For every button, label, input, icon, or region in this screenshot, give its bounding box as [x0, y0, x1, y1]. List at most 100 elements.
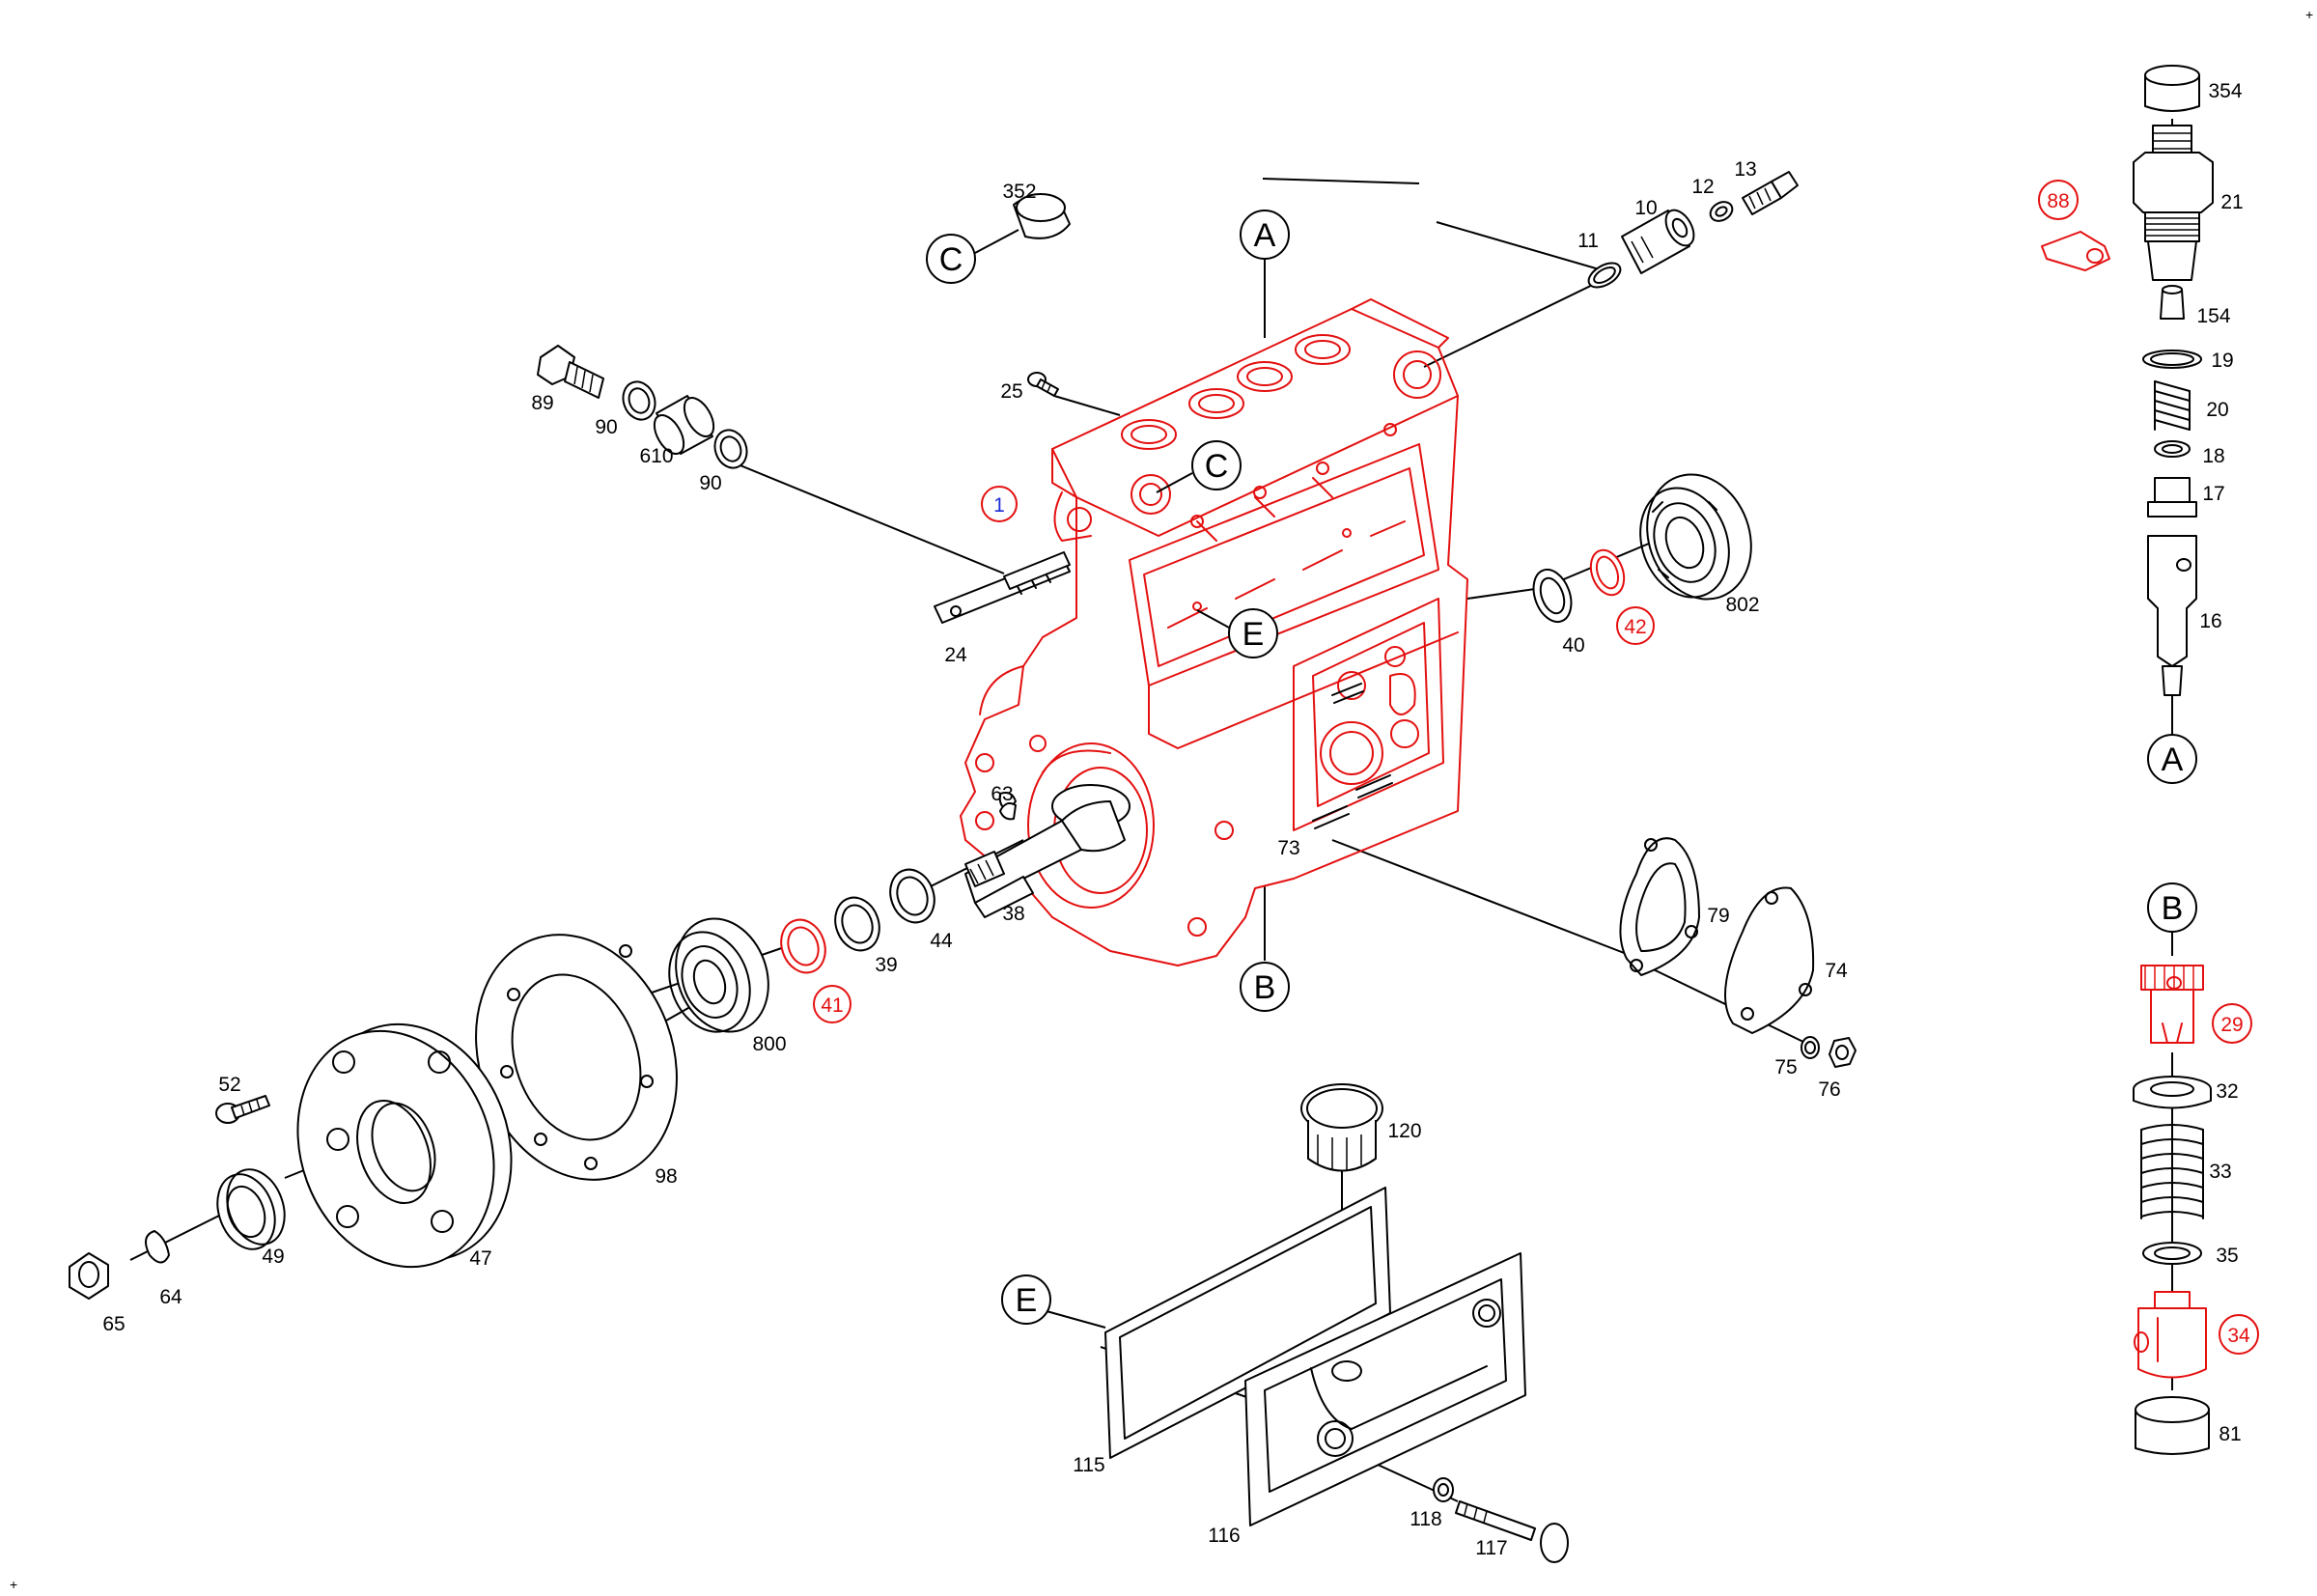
control-sleeve-29 — [2140, 965, 2204, 1044]
bearing-802 — [1639, 473, 1752, 601]
part-number-label: 47 — [469, 1247, 491, 1270]
lock-washer-64 — [145, 1230, 170, 1264]
part-number-label: 17 — [2202, 483, 2224, 505]
part-number-label: 98 — [655, 1165, 677, 1188]
cover-plate-74 — [1724, 886, 1815, 1034]
part-number-label: 802 — [1725, 594, 1759, 616]
sleeve-17 — [2147, 477, 2197, 518]
gasket-79 — [1619, 837, 1700, 976]
callout-34: 34 — [2219, 1314, 2259, 1355]
part-number-labels: 352 11 10 12 13 89 90 610 90 25 24 40 80… — [102, 80, 2243, 1559]
woodruff-key-63 — [999, 802, 1017, 821]
tappet-34 — [2134, 1291, 2207, 1379]
part-number-label: 12 — [1691, 176, 1714, 198]
cap-352 — [1013, 193, 1071, 239]
part-number-label: 52 — [218, 1074, 240, 1096]
ref-marker-c-body: C — [1156, 440, 1242, 493]
spring-seat-32 — [2133, 1076, 2212, 1109]
washer-75 — [1801, 1036, 1820, 1059]
callout-88: 88 — [2038, 180, 2079, 220]
part-number-label: 38 — [1002, 903, 1024, 925]
ref-marker-a-top: A — [1240, 210, 1290, 260]
part-number-label: 354 — [2208, 80, 2242, 102]
washer-90-a — [622, 380, 656, 421]
flange-47 — [296, 1022, 513, 1269]
part-number-label: 88 — [2047, 190, 2069, 212]
part-number-label: 76 — [1818, 1078, 1840, 1101]
ref-marker-b-side: B — [2147, 882, 2197, 933]
callout-42: 42 — [1616, 606, 1655, 645]
seal-42 — [1589, 548, 1626, 597]
washer-18 — [2154, 440, 2191, 458]
spring-20 — [2154, 380, 2191, 431]
part-number-label: 79 — [1707, 905, 1729, 927]
part-number-label: 81 — [2219, 1423, 2241, 1445]
part-number-label: 25 — [1000, 380, 1022, 403]
callout-1: 1 — [981, 486, 1018, 522]
ref-marker-label: A — [1254, 217, 1276, 254]
bolt-13 — [1742, 171, 1799, 215]
part-number-label: 11 — [1577, 230, 1599, 252]
seal-40 — [1532, 568, 1573, 624]
ref-marker-label: A — [2162, 742, 2184, 778]
part-number-label: 29 — [2220, 1014, 2243, 1036]
part-number-label: 154 — [2196, 305, 2230, 327]
valve-holder-21 — [2133, 125, 2214, 281]
part-number-label: 40 — [1562, 634, 1584, 657]
part-number-label: 115 — [1073, 1454, 1104, 1476]
part-number-label: 352 — [1002, 181, 1036, 203]
sleeve-610 — [653, 395, 715, 455]
part-number-label: 42 — [1624, 616, 1646, 638]
seal-41 — [780, 918, 826, 974]
part-number-label: 49 — [262, 1246, 284, 1268]
ref-marker-e-cover: E — [1001, 1274, 1051, 1325]
roller-81 — [2135, 1396, 2210, 1455]
part-number-label: 16 — [2199, 610, 2221, 632]
banjo-bolt-89 — [537, 345, 604, 399]
cover-116 — [1244, 1252, 1526, 1526]
part-number-label: 118 — [1410, 1508, 1441, 1530]
gasket-98 — [475, 934, 678, 1181]
part-number-label: 64 — [159, 1286, 182, 1308]
washer-90-b — [713, 429, 748, 469]
part-number-label: 39 — [875, 954, 897, 976]
part-number-label: 20 — [2206, 399, 2228, 421]
screw-117 — [1455, 1500, 1569, 1563]
shim-44 — [889, 868, 935, 924]
part-number-label: 13 — [1734, 158, 1756, 181]
ref-marker-b-main: B — [1240, 962, 1290, 1012]
part-number-label: 75 — [1774, 1056, 1797, 1078]
part-number-label: 24 — [944, 644, 967, 666]
spring-33 — [2140, 1124, 2204, 1219]
ref-marker-label: E — [1242, 616, 1265, 653]
leader-lines — [129, 119, 2173, 1502]
part-number-label: 610 — [639, 445, 673, 467]
valve-154 — [2160, 285, 2185, 320]
part-number-label: 117 — [1475, 1537, 1507, 1559]
part-number-label: 33 — [2209, 1161, 2231, 1183]
callout-29: 29 — [2212, 1003, 2252, 1044]
screw-52 — [215, 1095, 270, 1124]
washer-11 — [1587, 262, 1622, 289]
washer-19 — [2142, 350, 2202, 369]
camshaft-38 — [964, 784, 1131, 918]
part-number-label: 74 — [1825, 960, 1848, 982]
part-number-label: 65 — [102, 1313, 125, 1335]
ref-marker-label: C — [1205, 448, 1229, 485]
part-number-label: 89 — [531, 392, 553, 414]
ref-marker-e-body: E — [1196, 608, 1278, 658]
ref-marker-label: E — [1016, 1282, 1038, 1319]
part-number-label: 73 — [1277, 837, 1299, 859]
ref-marker-a-bottom: A — [2147, 734, 2197, 784]
shim-39 — [834, 896, 880, 952]
part-number-label: 21 — [2220, 191, 2243, 213]
washer-12 — [1709, 201, 1734, 222]
clip-88 — [2041, 231, 2110, 271]
part-number-label: 19 — [2211, 350, 2233, 372]
spring-seat-35 — [2142, 1242, 2202, 1265]
callout-41: 41 — [813, 985, 851, 1023]
cap-354 — [2144, 65, 2200, 112]
nut-76 — [1828, 1037, 1856, 1068]
part-number-label: 41 — [821, 994, 843, 1017]
